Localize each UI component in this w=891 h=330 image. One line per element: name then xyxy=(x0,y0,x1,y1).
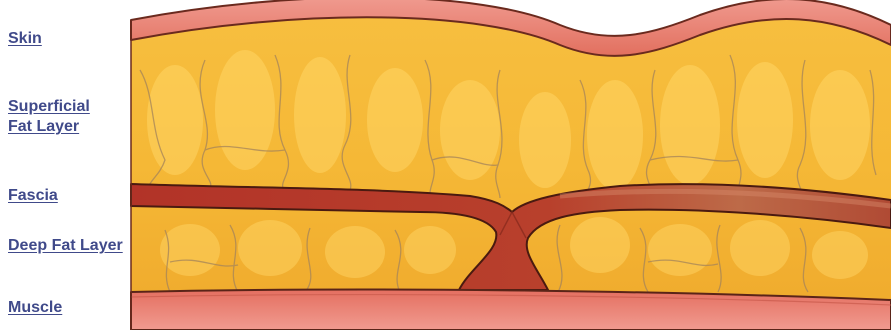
label-fascia: Fascia xyxy=(8,186,58,206)
label-deep-fat-layer: Deep Fat Layer xyxy=(8,236,123,256)
label-superficial-fat-layer: Superficial Fat Layer xyxy=(8,97,90,137)
label-superficial-line-1: Superficial xyxy=(8,97,90,117)
label-muscle: Muscle xyxy=(8,298,62,318)
label-skin: Skin xyxy=(8,29,42,49)
label-superficial-line-2: Fat Layer xyxy=(8,117,90,137)
